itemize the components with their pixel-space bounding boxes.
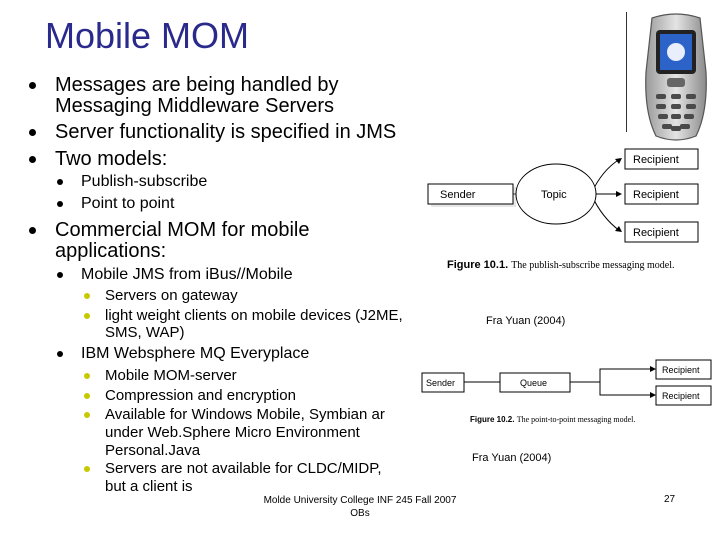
footer: Molde University College INF 245 Fall 20… (250, 494, 470, 520)
bullet-commercial-line2: applications: (55, 240, 167, 262)
mobile-phone-image (645, 13, 707, 141)
bullet-ibm-cldc-line2: but a client is (105, 478, 193, 495)
recipient-label: Recipient (662, 365, 700, 375)
recipient-box (624, 148, 699, 170)
bullet-ibm-server: Mobile MOM-server (105, 367, 237, 384)
bullet-ibus-clients-line2: SMS, WAP) (105, 324, 185, 341)
footer-line2: OBs (350, 508, 370, 519)
figure-caption: Figure 10.2. The point-to-point messagin… (470, 415, 635, 424)
queue-box (499, 372, 571, 393)
figure-credit: Fra Yuan (2004) (486, 315, 566, 327)
footer-line1: Molde University College INF 245 Fall 20… (263, 495, 457, 506)
figure-caption-text: The point-to-point messaging model. (516, 415, 636, 424)
bullet-marker (57, 201, 63, 207)
figure-number: Figure 10.1. (447, 259, 509, 271)
bullet-marker (29, 156, 36, 163)
sender-box (421, 372, 465, 393)
bullet-marker (84, 373, 90, 379)
topic-ellipse (515, 163, 597, 225)
bullet-ibm-available-line2: under Web.Sphere Micro Environment (105, 424, 360, 441)
bullet-marker (29, 227, 36, 234)
recipient-box (624, 221, 699, 243)
bullet-ibus-clients-line1: light weight clients on mobile devices (… (105, 307, 403, 324)
bullet-two-models: Two models: (55, 148, 168, 170)
point-to-point-diagram: Sender Queue Recipient Recipient (421, 359, 712, 406)
bullet-marker (84, 466, 90, 472)
bullet-ibm-available-line1: Available for Windows Mobile, Symbian ar (105, 406, 385, 423)
bullet-ibus-gateway: Servers on gateway (105, 287, 238, 304)
slide-title: Mobile MOM (45, 15, 250, 56)
bullet-ibm-cldc-line1: Servers are not available for CLDC/MIDP, (105, 460, 382, 477)
bullet-messages-line1: Messages are being handled by (55, 74, 339, 96)
bullet-messages-line2: Messaging Middleware Servers (55, 95, 335, 117)
figure-number: Figure 10.2. (470, 415, 515, 424)
bullet-marker (84, 412, 90, 418)
sender-label: Sender (426, 378, 455, 388)
bullet-marker (57, 351, 63, 357)
recipient-label: Recipient (633, 189, 679, 201)
bullet-marker (57, 179, 63, 185)
bullet-publish-subscribe: Publish-subscribe (81, 173, 208, 190)
figure-credit: Fra Yuan (2004) (472, 452, 552, 464)
divider-line (626, 12, 627, 132)
bullet-ibm-compression: Compression and encryption (105, 387, 296, 404)
recipient-label: Recipient (662, 391, 700, 401)
bullet-ibus-title: Mobile JMS from iBus//Mobile (81, 266, 293, 283)
figure-caption-text: The publish-subscribe messaging model. (511, 260, 675, 271)
queue-label: Queue (520, 378, 547, 388)
bullet-point-to-point: Point to point (81, 195, 175, 212)
recipient-label: Recipient (633, 227, 679, 239)
bullet-marker (84, 393, 90, 399)
recipient-label: Recipient (633, 154, 679, 166)
recipient-box (655, 359, 712, 380)
recipient-box (655, 385, 712, 406)
bullet-marker (84, 293, 90, 299)
recipient-box (624, 183, 699, 205)
bullet-marker (29, 129, 36, 136)
bullet-commercial-line1: Commercial MOM for mobile (55, 219, 310, 241)
bullet-ibm-title: IBM Websphere MQ Everyplace (81, 345, 310, 362)
sender-label: Sender (440, 189, 476, 201)
topic-label: Topic (541, 189, 567, 201)
page-number: 27 (664, 494, 676, 505)
bullet-marker (57, 272, 63, 278)
figure-caption: Figure 10.1. The publish-subscribe messa… (447, 259, 675, 271)
bullet-marker (29, 82, 36, 89)
bullet-marker (84, 313, 90, 319)
publish-subscribe-diagram: Sender Topic Recipient Recipient Recipie… (427, 148, 699, 243)
bullet-server-functionality: Server functionality is specified in JMS (55, 121, 397, 143)
bullet-ibm-available-line3: Personal.Java (105, 442, 201, 459)
